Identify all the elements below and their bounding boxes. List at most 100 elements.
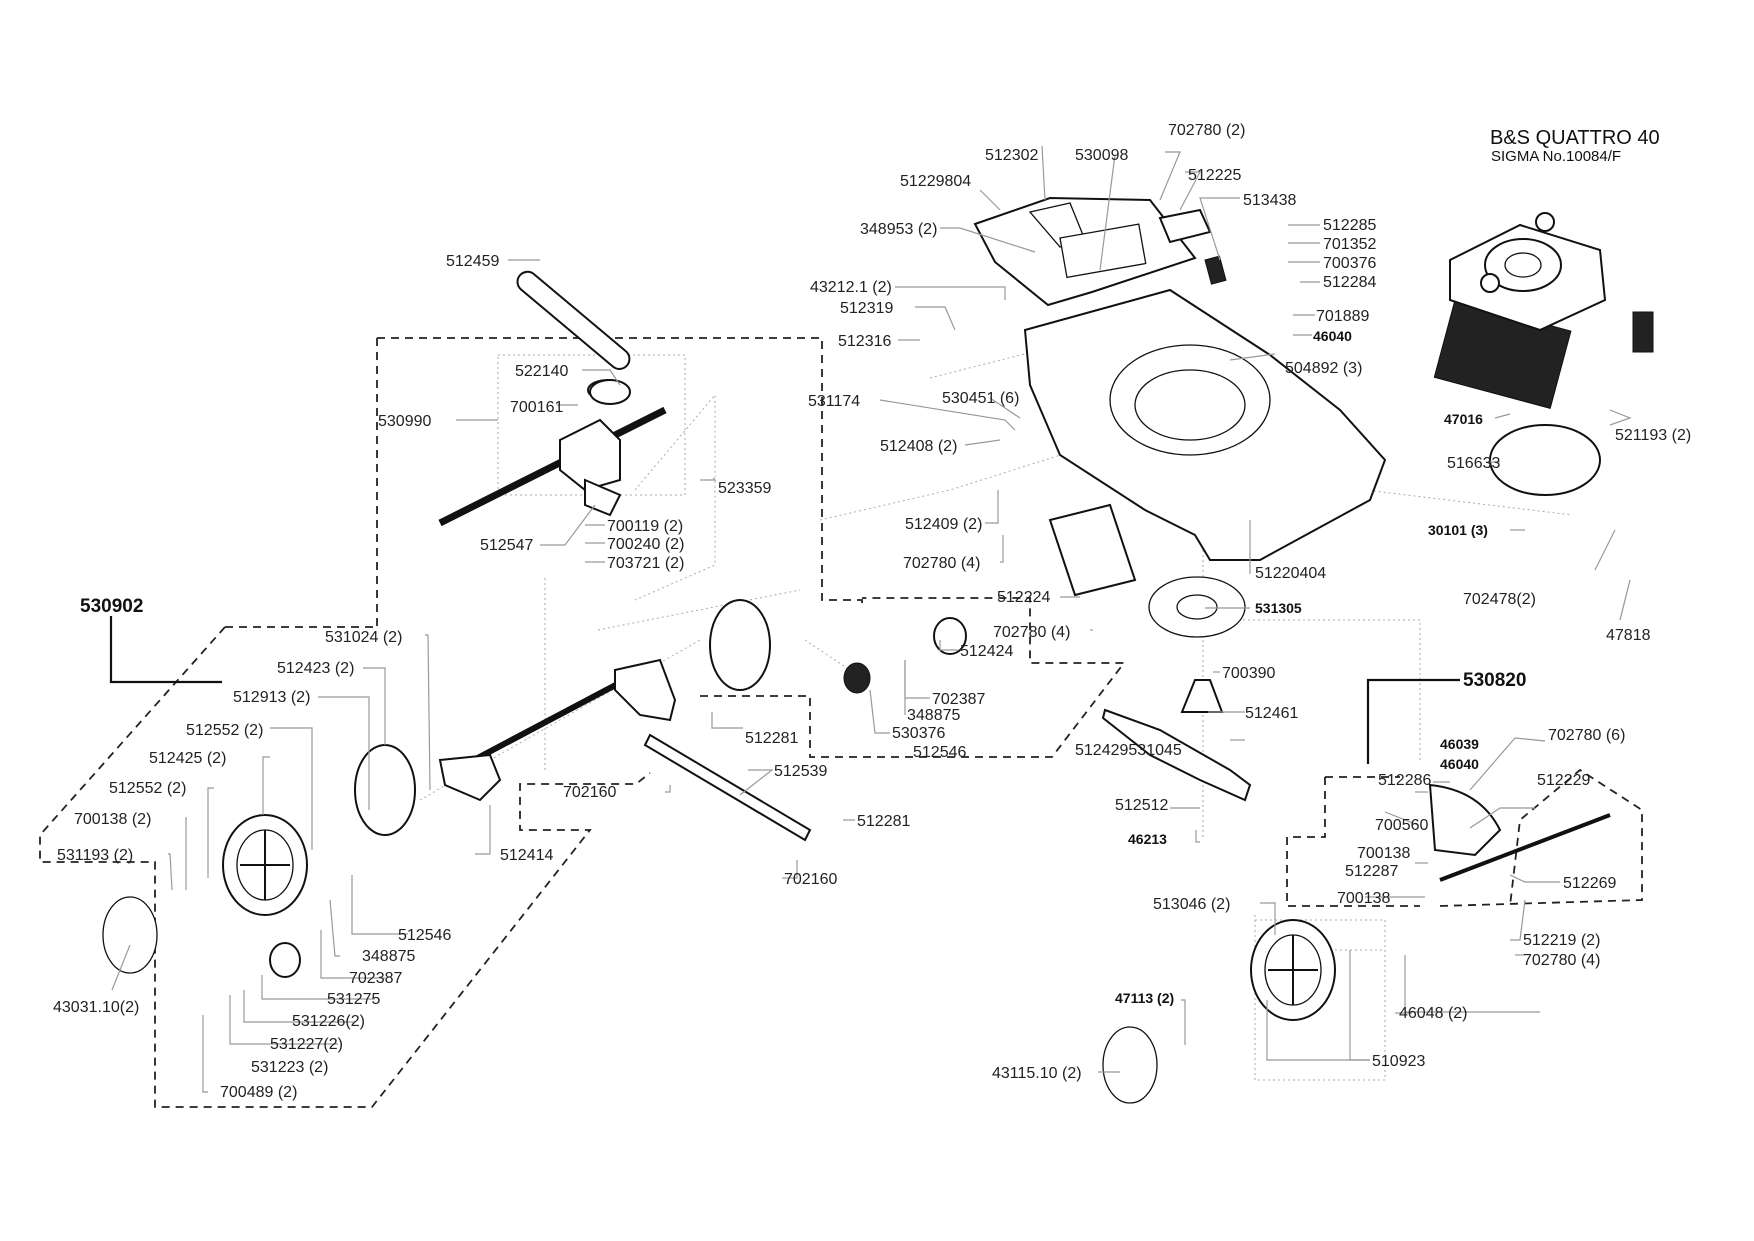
baffle-plate-531305[interactable] [1148, 576, 1246, 638]
part-label[interactable]: 530098 [1075, 147, 1128, 164]
part-label[interactable]: 530990 [378, 413, 431, 430]
part-label[interactable]: 531223 (2) [251, 1059, 328, 1076]
hub-disc-upper[interactable] [709, 599, 771, 691]
part-label[interactable]: 516633 [1447, 455, 1500, 472]
part-label[interactable]: 512546 [398, 927, 451, 944]
bracket-512224[interactable] [1048, 503, 1137, 597]
belt-512459[interactable] [513, 268, 633, 373]
part-label[interactable]: 47818 [1606, 627, 1651, 644]
part-label[interactable]: 512281 [745, 730, 798, 747]
part-label[interactable]: 702780 (4) [993, 624, 1070, 641]
part-label[interactable]: 30101 (3) [1428, 522, 1488, 538]
part-label[interactable]: 700376 [1323, 255, 1376, 272]
part-label[interactable]: 46039 [1440, 736, 1479, 752]
wheel-cap-43115-10[interactable] [1102, 1026, 1158, 1104]
part-label[interactable]: 512287 [1345, 863, 1398, 880]
drive-pinion-512546[interactable] [843, 662, 871, 694]
part-label[interactable]: 512539 [774, 763, 827, 780]
part-label[interactable]: 510923 [1372, 1053, 1425, 1070]
part-label[interactable]: 512425 (2) [149, 750, 226, 767]
part-label[interactable]: 512552 (2) [109, 780, 186, 797]
part-label[interactable]: 700489 (2) [220, 1084, 297, 1101]
part-label[interactable]: 512512 [1115, 797, 1168, 814]
part-label[interactable]: 348875 [907, 707, 960, 724]
part-label[interactable]: 700240 (2) [607, 536, 684, 553]
part-label[interactable]: 531227(2) [270, 1036, 343, 1053]
part-label[interactable]: 703721 (2) [607, 555, 684, 572]
part-label[interactable]: 530376 [892, 725, 945, 742]
part-label[interactable]: 700560 [1375, 817, 1428, 834]
part-label[interactable]: 513046 (2) [1153, 896, 1230, 913]
wheel-513046[interactable] [1250, 919, 1336, 1021]
part-label[interactable]: 512414 [500, 847, 553, 864]
part-label[interactable]: 702160 [563, 784, 616, 801]
wheel-cap-43031-10[interactable] [102, 896, 158, 974]
rear-cover-512298[interactable] [973, 196, 1197, 307]
hub-disc-512423[interactable] [354, 744, 416, 836]
part-label[interactable]: 43115.10 (2) [992, 1065, 1082, 1082]
part-label[interactable]: 51220404 [1255, 565, 1326, 582]
part-label[interactable]: 47016 [1444, 411, 1483, 427]
part-label[interactable]: 512913 (2) [233, 689, 310, 706]
part-label[interactable]: 46213 [1128, 831, 1167, 847]
part-label[interactable]: 702478(2) [1463, 591, 1536, 608]
part-label[interactable]: 700138 (2) [74, 811, 151, 828]
drive-gear-531275[interactable] [269, 942, 301, 978]
blade-512429[interactable] [1101, 708, 1252, 802]
part-label[interactable]: 348875 [362, 948, 415, 965]
part-label[interactable]: 512429531045 [1075, 742, 1182, 759]
part-label[interactable]: 512281 [857, 813, 910, 830]
part-label[interactable]: 512546 [913, 744, 966, 761]
part-label[interactable]: 46048 (2) [1399, 1005, 1468, 1022]
latch-513438[interactable] [1204, 255, 1227, 285]
part-label[interactable]: 700161 [510, 399, 563, 416]
part-label[interactable]: 702780 (4) [1523, 952, 1600, 969]
part-label[interactable]: 512224 [997, 589, 1050, 606]
engine-bs-quattro-40[interactable] [1433, 212, 1654, 409]
blade-adapter-512461[interactable] [1180, 679, 1224, 713]
part-label[interactable]: 512424 [960, 643, 1013, 660]
part-label[interactable]: 512408 (2) [880, 438, 957, 455]
part-label[interactable]: 512269 [1563, 875, 1616, 892]
part-label[interactable]: 702780 (6) [1548, 727, 1625, 744]
part-label[interactable]: 702780 (4) [903, 555, 980, 572]
part-label[interactable]: 51229804 [900, 173, 971, 190]
part-label[interactable]: 512461 [1245, 705, 1298, 722]
part-label[interactable]: 512552 (2) [186, 722, 263, 739]
part-label[interactable]: 531193 (2) [57, 847, 133, 864]
part-label[interactable]: 523359 [718, 480, 771, 497]
part-label[interactable]: 512316 [838, 333, 891, 350]
rear-flap-512229[interactable] [1428, 783, 1611, 882]
part-label[interactable]: 531226(2) [292, 1013, 365, 1030]
part-label[interactable]: 522140 [515, 363, 568, 380]
part-label[interactable]: 700390 [1222, 665, 1275, 682]
part-label[interactable]: 530451 (6) [942, 390, 1019, 407]
part-label[interactable]: 512229 [1537, 772, 1590, 789]
engine-plate-516633[interactable] [1489, 424, 1601, 496]
part-label[interactable]: 701352 [1323, 236, 1376, 253]
part-label[interactable]: 512409 (2) [905, 516, 982, 533]
part-label[interactable]: 512286 [1378, 772, 1431, 789]
pulley-522140[interactable] [589, 379, 631, 405]
part-label[interactable]: 512547 [480, 537, 533, 554]
rail-512539[interactable] [643, 733, 812, 842]
deck-51220404[interactable] [1023, 288, 1387, 561]
part-label[interactable]: 512285 [1323, 217, 1376, 234]
part-label[interactable]: 702387 [932, 691, 985, 708]
part-label[interactable]: 512219 (2) [1523, 932, 1600, 949]
part-label[interactable]: 702160 [784, 871, 837, 888]
part-label[interactable]: 46040 [1313, 328, 1352, 344]
part-label[interactable]: 700119 (2) [607, 518, 683, 535]
part-label[interactable]: 512459 [446, 253, 499, 270]
part-label[interactable]: 47113 (2) [1115, 990, 1174, 1006]
drive-gear-512424[interactable] [933, 617, 967, 655]
part-label[interactable]: 531275 [327, 991, 380, 1008]
part-label[interactable]: 43031.10(2) [53, 999, 139, 1016]
part-label[interactable]: 700138 [1357, 845, 1410, 862]
part-label[interactable]: 513438 [1243, 192, 1296, 209]
part-label[interactable]: 701889 [1316, 308, 1369, 325]
part-label[interactable]: 504892 (3) [1285, 360, 1362, 377]
part-label[interactable]: 531305 [1255, 600, 1302, 616]
part-label[interactable]: 512284 [1323, 274, 1376, 291]
part-label[interactable]: 700138 [1337, 890, 1390, 907]
